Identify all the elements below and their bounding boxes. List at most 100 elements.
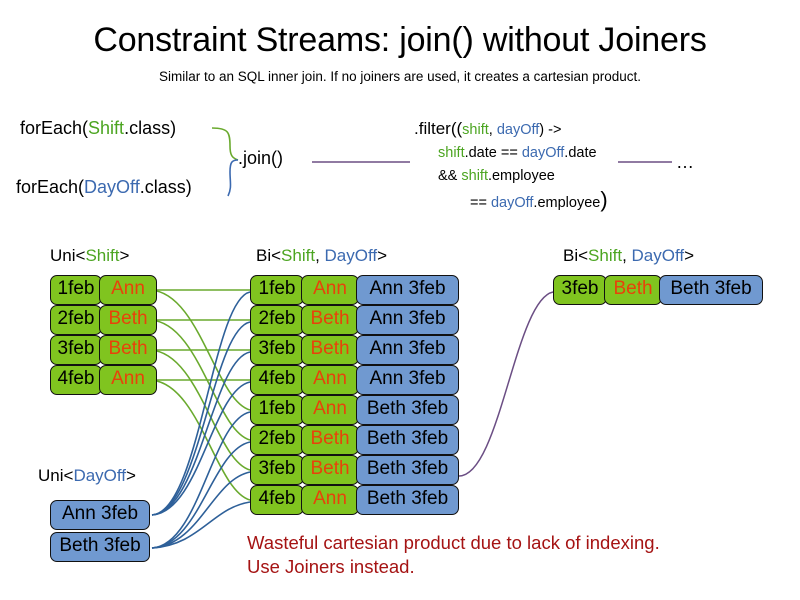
shift-employee: Ann: [99, 365, 157, 395]
cartesian-date: 3feb: [250, 455, 304, 485]
filter-param-comma: ,: [488, 122, 497, 138]
brace-top-shift: [211, 127, 239, 161]
filter-l4-eq: ==: [470, 195, 491, 211]
bi-mid-type1: Shift: [281, 246, 316, 265]
filtered-date: 3feb: [553, 275, 607, 305]
cartesian-date: 4feb: [250, 365, 304, 395]
foreach-shift-type: Shift: [88, 118, 125, 138]
filtered-dayoff: Beth 3feb: [659, 275, 763, 305]
label-uni-dayoff: Uni<DayOff>: [38, 466, 136, 486]
shift-date: 4feb: [50, 365, 102, 395]
foreach-shift-suffix: .class): [124, 118, 177, 138]
code-filter-block: .filter((shift, dayOff) -> shift.date ==…: [414, 117, 608, 215]
cartesian-date: 1feb: [250, 275, 304, 305]
cartesian-dayoff: Ann 3feb: [356, 305, 459, 335]
cartesian-employee: Ann: [301, 395, 359, 425]
bi-right-type2: DayOff: [631, 246, 685, 265]
cartesian-date: 1feb: [250, 395, 304, 425]
cartesian-date: 3feb: [250, 335, 304, 365]
filter-l3-end: .employee: [487, 168, 555, 184]
bi-mid-prefix: Bi<: [256, 246, 282, 265]
shift-date: 1feb: [50, 275, 102, 305]
foreach-dayoff-prefix: forEach(: [16, 177, 85, 197]
dayoff-label: Ann 3feb: [61, 503, 139, 524]
filter-l2-mid: .date ==: [464, 145, 522, 161]
cartesian-date: 2feb: [250, 305, 304, 335]
dayoff-connector-group: [151, 291, 251, 549]
shift-date: 3feb: [50, 335, 102, 365]
dayoff-row[interactable]: Beth 3feb: [50, 532, 150, 562]
filter-l3-shift: shift: [461, 168, 488, 184]
page-title: Constraint Streams: join() without Joine…: [93, 21, 707, 59]
filter-param-dayoff: dayOff: [496, 122, 540, 138]
cartesian-employee: Ann: [301, 485, 359, 515]
page-subtitle: Similar to an SQL inner join. If no join…: [159, 69, 641, 84]
filter-l4-end: .employee: [533, 195, 601, 211]
foreach-dayoff-type: DayOff: [84, 177, 140, 197]
bi-mid-suffix: >: [377, 246, 388, 265]
uni-shift-prefix: Uni<: [50, 246, 86, 265]
brace-bottom-dayoff: [227, 159, 239, 197]
uni-shift-type: Shift: [85, 246, 120, 265]
warning-line-2: Use Joiners instead.: [247, 556, 415, 577]
cartesian-date: 2feb: [250, 425, 304, 455]
bi-right-suffix: >: [684, 246, 695, 265]
filter-line-1: .filter((shift, dayOff) ->: [414, 117, 608, 142]
bi-right-type1: Shift: [588, 246, 623, 265]
filter-line-2: shift.date == dayOff.date: [414, 142, 608, 165]
cartesian-dayoff: Beth 3feb: [356, 455, 459, 485]
cartesian-date: 4feb: [250, 485, 304, 515]
label-bi-middle: Bi<Shift, DayOff>: [256, 246, 387, 266]
code-join-call: .join(): [238, 148, 284, 168]
cartesian-dayoff: Beth 3feb: [356, 395, 459, 425]
filter-l3-and: &&: [438, 168, 462, 184]
bi-right-prefix: Bi<: [563, 246, 589, 265]
dayoff-row[interactable]: Ann 3feb: [50, 500, 150, 530]
filter-line-4: == dayOff.employee): [414, 188, 608, 215]
label-uni-shift: Uni<Shift>: [50, 246, 129, 266]
filter-open: .filter((: [414, 119, 463, 138]
uni-dayoff-prefix: Uni<: [38, 466, 74, 485]
cartesian-employee: Beth: [301, 425, 359, 455]
warning-line-1: Wasteful cartesian product due to lack o…: [247, 532, 660, 553]
cartesian-dayoff: Ann 3feb: [356, 335, 459, 365]
filter-l4-dayoff: dayOff: [490, 195, 534, 211]
foreach-shift-prefix: forEach(: [20, 118, 89, 138]
uni-dayoff-type: DayOff: [73, 466, 127, 485]
filtered-employee: Beth: [604, 275, 662, 305]
cartesian-dayoff: Beth 3feb: [356, 485, 459, 515]
warning-note: Wasteful cartesian product due to lack o…: [247, 531, 660, 579]
flow-ellipsis: …: [676, 152, 695, 172]
code-foreach-dayoff: forEach(DayOff.class): [16, 176, 192, 198]
cartesian-dayoff: Ann 3feb: [356, 275, 459, 305]
cartesian-employee: Beth: [301, 455, 359, 485]
filter-param-shift: shift: [462, 122, 489, 138]
shift-employee: Beth: [99, 335, 157, 365]
filter-result-connector: [458, 291, 554, 477]
bi-mid-type2: DayOff: [324, 246, 378, 265]
shift-employee: Ann: [99, 275, 157, 305]
filter-l2-dayoff: dayOff: [521, 145, 565, 161]
filter-arrow: ) ->: [539, 122, 562, 138]
filter-l2-shift: shift: [438, 145, 465, 161]
foreach-dayoff-suffix: .class): [139, 177, 192, 197]
cartesian-employee: Ann: [301, 275, 359, 305]
shift-employee: Beth: [99, 305, 157, 335]
dayoff-label: Beth 3feb: [59, 535, 141, 556]
uni-shift-suffix: >: [119, 246, 130, 265]
bi-mid-comma: ,: [315, 246, 325, 265]
cartesian-employee: Beth: [301, 335, 359, 365]
cartesian-employee: Ann: [301, 365, 359, 395]
uni-dayoff-suffix: >: [126, 466, 136, 485]
cartesian-employee: Beth: [301, 305, 359, 335]
cartesian-dayoff: Ann 3feb: [356, 365, 459, 395]
shift-connector-group: [149, 289, 251, 501]
shift-date: 2feb: [50, 305, 102, 335]
filter-line-3: && shift.employee: [414, 165, 608, 188]
filter-l4-close: ): [600, 187, 608, 212]
filter-l2-end: .date: [564, 145, 597, 161]
cartesian-dayoff: Beth 3feb: [356, 425, 459, 455]
bi-right-comma: ,: [622, 246, 632, 265]
code-foreach-shift: forEach(Shift.class): [20, 117, 176, 139]
